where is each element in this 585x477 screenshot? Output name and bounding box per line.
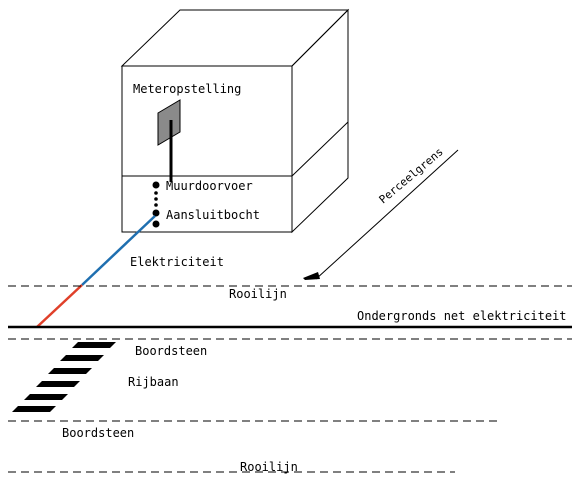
label-rooilijn-bottom: Rooilijn [240, 460, 298, 474]
wall-passage-dots [152, 181, 160, 228]
label-elektriciteit: Elektriciteit [130, 255, 224, 269]
meter-panel-icon [157, 99, 181, 146]
label-perceelgrens: Perceelgrens [377, 145, 446, 206]
house [120, 8, 350, 234]
label-muurdoorvoer: Muurdoorvoer [166, 179, 253, 193]
label-boordsteen-top: Boordsteen [135, 344, 207, 358]
cable-house-segment [81, 215, 156, 286]
house-side-face [291, 8, 349, 234]
perceelgrens-marker [303, 272, 320, 280]
label-rooilijn-top: Rooilijn [229, 287, 287, 301]
label-meteropstelling: Meteropstelling [133, 82, 241, 96]
cable-street-segment [36, 284, 83, 328]
house-top-face [120, 9, 350, 67]
label-boordsteen-bottom: Boordsteen [62, 426, 134, 440]
perceelgrens-line [315, 149, 459, 280]
rijbaan-stripes [12, 342, 116, 412]
label-rijbaan: Rijbaan [128, 375, 179, 389]
house-side-floor-line [291, 121, 349, 177]
label-aansluitbocht: Aansluitbocht [166, 208, 260, 222]
label-ondergronds-net: Ondergronds net elektriciteit [357, 309, 567, 323]
